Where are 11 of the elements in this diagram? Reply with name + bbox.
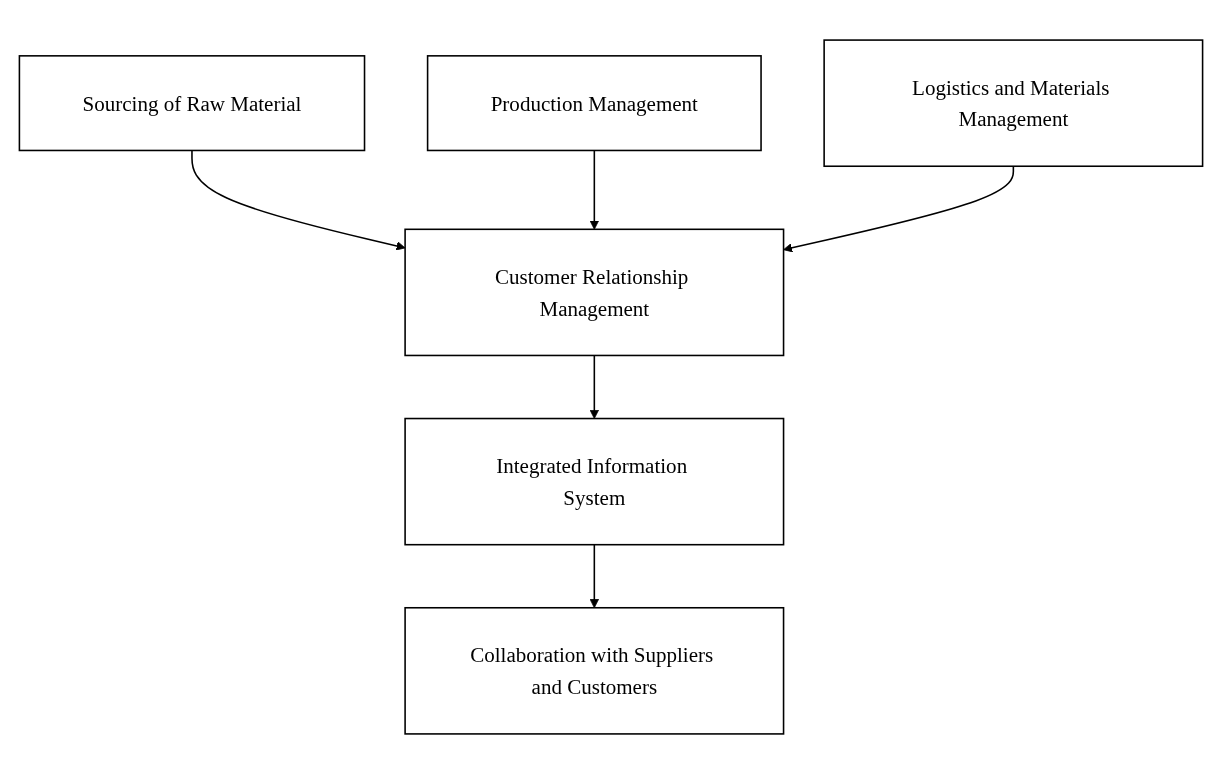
node-box: Integrated Information System	[404, 417, 785, 546]
arrow	[589, 149, 599, 230]
node-box: Production Management	[426, 55, 762, 152]
arrow	[191, 149, 406, 251]
node-box: Customer Relationship Management	[404, 228, 785, 357]
arrow	[589, 354, 599, 419]
arrow	[589, 543, 599, 609]
arrow	[783, 165, 1015, 253]
node-box: Logistics and Materials Management	[823, 39, 1204, 167]
node-box: Collaboration with Suppliers and Customers	[404, 607, 785, 735]
node-box: Sourcing of Raw Material	[18, 55, 366, 152]
